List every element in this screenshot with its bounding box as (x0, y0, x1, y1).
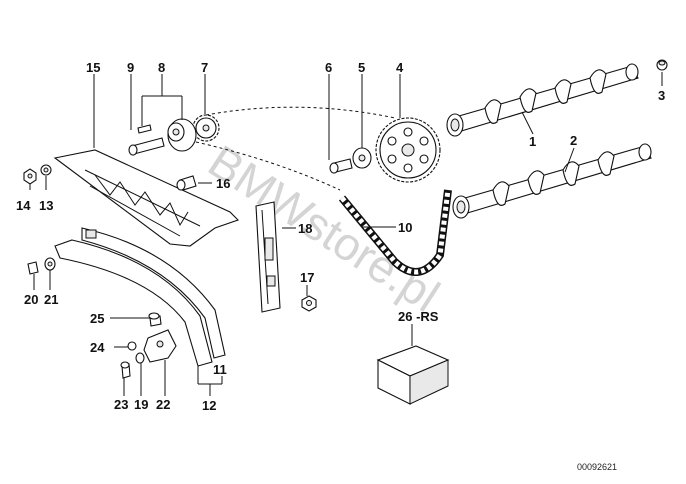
callout-18[interactable]: 18 (298, 221, 312, 236)
pivot-bolt[interactable] (148, 312, 162, 327)
washer-seal[interactable] (44, 257, 56, 271)
intermediate-sprocket[interactable] (192, 114, 220, 142)
washer-small[interactable] (40, 164, 52, 176)
hub-bolt[interactable] (128, 137, 165, 156)
callout-7[interactable]: 7 (201, 60, 208, 75)
callout-20[interactable]: 20 (24, 292, 38, 307)
callout-5[interactable]: 5 (358, 60, 365, 75)
nut-small[interactable] (23, 168, 37, 185)
callout-21[interactable]: 21 (44, 292, 58, 307)
callout-16[interactable]: 16 (216, 176, 230, 191)
callout-24[interactable]: 24 (90, 340, 105, 355)
callout-3[interactable]: 3 (658, 88, 665, 103)
camshaft-intake[interactable] (446, 63, 639, 137)
callout-9[interactable]: 9 (127, 60, 134, 75)
tensioner-bracket[interactable] (143, 329, 177, 363)
callout-2[interactable]: 2 (570, 133, 577, 148)
bolt-23[interactable] (120, 361, 131, 379)
plug[interactable] (656, 59, 668, 71)
callout-17[interactable]: 17 (300, 270, 314, 285)
tensioner-rail[interactable] (54, 227, 226, 367)
callout-6[interactable]: 6 (325, 60, 332, 75)
callout-10[interactable]: 10 (398, 220, 412, 235)
callout-19[interactable]: 19 (134, 397, 148, 412)
callout-26[interactable]: 26 -RS (398, 309, 439, 324)
washer[interactable] (352, 147, 372, 169)
callout-12[interactable]: 12 (202, 398, 216, 413)
callout-15[interactable]: 15 (86, 60, 100, 75)
washer-19[interactable] (135, 352, 145, 364)
chain-guide[interactable] (255, 201, 281, 313)
callout-8[interactable]: 8 (158, 60, 165, 75)
camshaft-sprocket[interactable] (375, 117, 441, 183)
bushing[interactable] (176, 175, 197, 191)
timing-chain[interactable] (338, 189, 452, 276)
callout-22[interactable]: 22 (156, 397, 170, 412)
callout-labels: 1 2 3 4 5 6 7 8 9 10 11 12 13 14 15 16 1… (16, 60, 665, 413)
chain-path-upper (205, 106, 396, 119)
dowel-pin[interactable] (137, 124, 152, 134)
gasket-kit-box[interactable] (376, 345, 450, 405)
chain-path-lower (195, 141, 341, 191)
document-number: 00092621 (577, 462, 617, 472)
sprocket-hub[interactable] (167, 118, 197, 152)
sprocket-bolt[interactable] (329, 158, 353, 174)
callout-23[interactable]: 23 (114, 397, 128, 412)
guide-rail[interactable] (53, 149, 240, 247)
callout-25[interactable]: 25 (90, 311, 104, 326)
callout-4[interactable]: 4 (396, 60, 404, 75)
hex-nut[interactable] (301, 295, 317, 312)
camshaft-exhaust[interactable] (452, 143, 652, 219)
callout-1[interactable]: 1 (529, 134, 536, 149)
callout-14[interactable]: 14 (16, 198, 31, 213)
o-ring[interactable] (127, 341, 137, 351)
callout-11[interactable]: 11 (213, 362, 227, 377)
leader-lines (29, 72, 663, 396)
clip[interactable] (27, 261, 39, 275)
callout-13[interactable]: 13 (39, 198, 53, 213)
